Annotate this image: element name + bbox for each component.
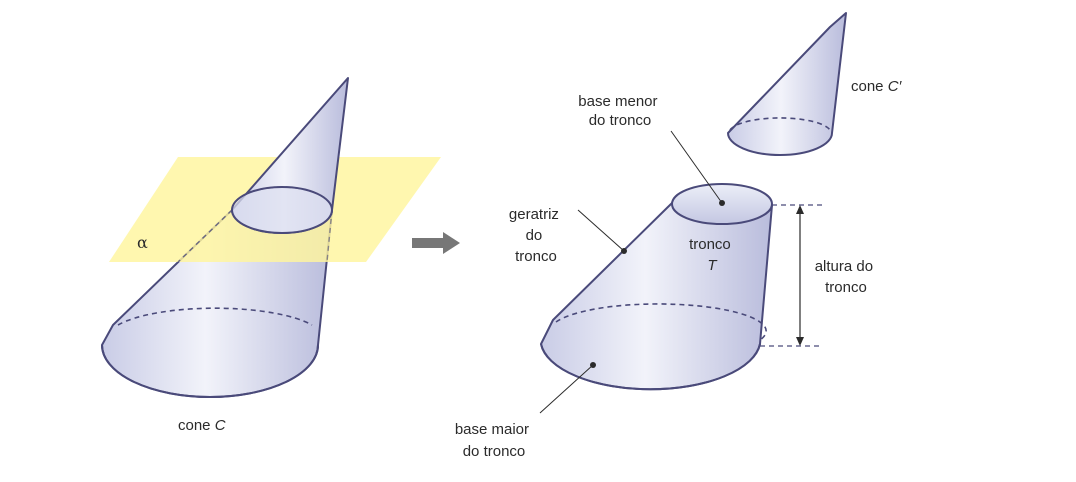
base-menor-line1: base menor (578, 93, 657, 110)
altura-line2: tronco (825, 279, 867, 296)
cone-c-section-ellipse (231, 186, 333, 234)
cone-c-base-front (101, 344, 319, 398)
geratriz-line3: tronco (515, 248, 557, 265)
cone-c-label-prefix: cone (178, 417, 211, 434)
base-maior-label: base maior do tronco (455, 421, 533, 460)
transform-arrow (412, 232, 460, 254)
geratriz-label: geratriz do tronco (509, 206, 563, 265)
cone-c-label: cone C (178, 417, 226, 434)
cone-c-label-var: C (215, 417, 226, 434)
tronco-t-line1: tronco (689, 236, 731, 253)
plane-alpha-label: α (137, 233, 148, 252)
frustum-bottom-front (540, 343, 761, 391)
cone-c-section-back (231, 186, 333, 211)
geratriz-line1: geratriz (509, 206, 559, 223)
tronco-t-label: tronco T (689, 236, 735, 274)
base-menor-label: base menor do tronco (578, 93, 661, 129)
cone-c-prime-group: cone C′ (727, 12, 903, 156)
frustum-t-body (540, 202, 773, 391)
cone-c-group: α cone C (101, 77, 441, 434)
altura-arrow-bottom (796, 337, 804, 346)
cone-c-prime-body (727, 12, 847, 156)
altura-line1: altura do (815, 258, 873, 275)
altura-label: altura do tronco (815, 258, 878, 296)
cone-c-hidden-generatrix (177, 209, 233, 263)
frustum-bottom-back (555, 303, 767, 341)
base-maior-leader (539, 364, 594, 414)
cone-c-base-back (117, 307, 313, 326)
base-maior-line2: do tronco (463, 443, 526, 460)
geratriz-leader (577, 209, 625, 252)
base-menor-line2: do tronco (589, 112, 652, 129)
frustum-t-group: base menor do tronco geratriz do tronco … (455, 93, 878, 460)
cone-c-prime-base-back (729, 117, 831, 131)
cone-c-prime-label-prefix: cone (851, 78, 884, 95)
base-maior-line1: base maior (455, 421, 529, 438)
altura-arrow-top (796, 205, 804, 214)
base-menor-leader (670, 130, 723, 204)
tronco-t-line2: T (707, 257, 718, 274)
geratriz-line2: do (526, 227, 543, 244)
cone-c-prime-label: cone C′ (851, 78, 903, 95)
cone-c-prime-label-var: C′ (888, 78, 903, 95)
